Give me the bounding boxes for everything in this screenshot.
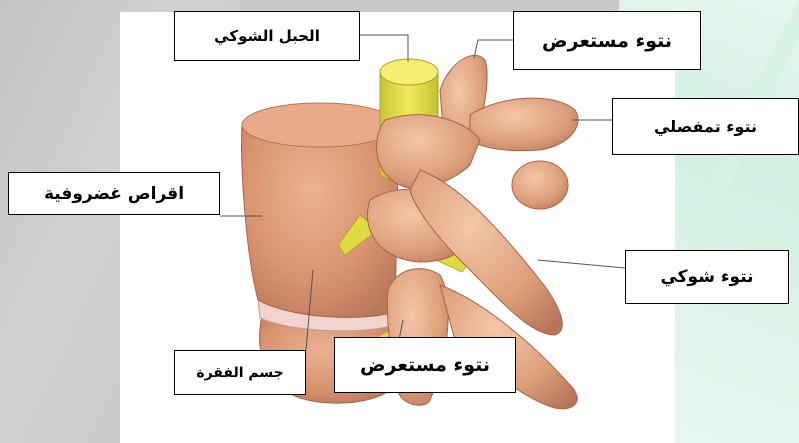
label-spinous-process: نتوء شوكي	[625, 250, 789, 304]
label-vertebral-body: جسم الفقرة	[174, 350, 306, 395]
label-intervertebral-discs: اقراص غضروفية	[8, 172, 220, 215]
label-transverse-process-bottom: نتوء مستعرض	[334, 337, 516, 393]
facet-knob	[512, 161, 568, 209]
label-transverse-process-top: نتوء مستعرض	[513, 11, 701, 70]
label-articular-process: نتوء تمفصلي	[612, 98, 799, 155]
articular-process-shape	[470, 98, 578, 151]
label-spinal-cord: الحبل الشوكي	[174, 11, 360, 61]
